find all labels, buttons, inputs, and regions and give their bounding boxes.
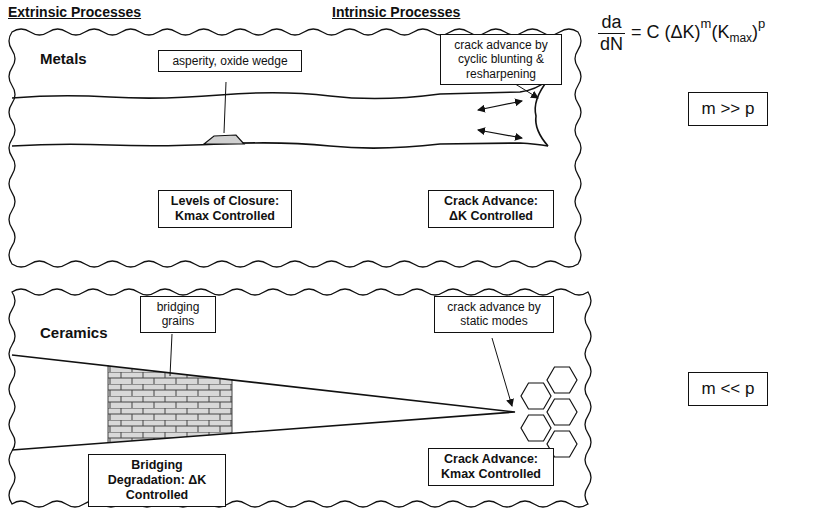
box-text: Bridging Degradation: ΔK Controlled [95, 458, 219, 503]
box-text: m >> p [697, 99, 759, 119]
label-box: crack advance by cyclic blunting & resha… [440, 34, 562, 85]
box-text: bridging grains [147, 300, 209, 329]
panel-title: Ceramics [40, 324, 108, 341]
panel-title: Metals [40, 50, 87, 67]
box-text: Crack Advance: Kmax Controlled [435, 452, 547, 482]
label-box: Crack Advance: Kmax Controlled [428, 448, 554, 486]
equation-term: dN [598, 33, 625, 55]
wavy-panel: Ceramics bridging grains crack advance by … [8, 288, 592, 508]
box-text: asperity, oxide wedge [165, 54, 295, 68]
equation-term: = C (ΔK) [631, 22, 701, 42]
box-text: m << p [697, 379, 759, 399]
label-box: m >> p [688, 92, 768, 126]
label-box: bridging grains [140, 296, 216, 333]
box-text: Crack Advance: ΔK Controlled [435, 194, 547, 224]
box-text: crack advance by static modes [441, 300, 547, 329]
equation-term: max [729, 31, 752, 45]
label-box: Bridging Degradation: ΔK Controlled [88, 454, 226, 507]
rate-equation: dadN = C (ΔK)m(Kmax)p [598, 12, 765, 54]
equation-term: p [758, 16, 765, 31]
column-heading: Extrinsic Processes [8, 4, 141, 20]
equation-term: m [701, 16, 712, 31]
box-text: crack advance by cyclic blunting & resha… [447, 38, 555, 81]
equation-term: (K [711, 22, 729, 42]
equation-term: da [598, 12, 625, 33]
wavy-panel: Metals asperity, oxide wedge crack advance… [8, 28, 582, 268]
label-box: m << p [688, 372, 768, 406]
label-box: crack advance by static modes [434, 296, 554, 333]
label-box: Levels of Closure: Kmax Controlled [158, 190, 292, 228]
label-box: asperity, oxide wedge [158, 50, 302, 72]
column-heading: Intrinsic Processes [332, 4, 460, 20]
equation-term: ) [752, 22, 758, 42]
box-text: Levels of Closure: Kmax Controlled [165, 194, 285, 224]
label-box: Crack Advance: ΔK Controlled [428, 190, 554, 228]
